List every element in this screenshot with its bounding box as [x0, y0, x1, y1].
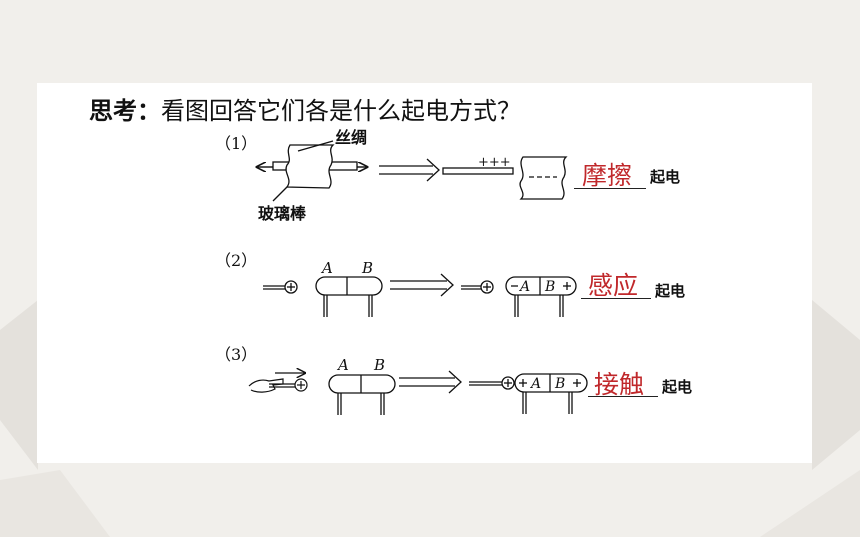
- answer-contact: 接触: [594, 370, 645, 399]
- answer-line-2: [581, 298, 651, 299]
- slide-content: 思考：看图回答它们各是什么起电方式？ （1） 丝绸 玻璃棒: [37, 83, 812, 463]
- hand-with-charged-ball: [248, 373, 308, 393]
- item-2-result: [461, 276, 577, 317]
- item-2-result-label-a: A: [518, 279, 530, 295]
- item-2-number: （2）: [215, 251, 257, 270]
- item-3-result-label-b: B: [554, 376, 565, 392]
- item-2-label-b: B: [361, 259, 373, 277]
- glass-rod-label: 玻璃棒: [258, 204, 307, 223]
- title-question: 看图回答它们各是什么起电方式？: [161, 97, 521, 125]
- item-3-arrow: [399, 370, 462, 394]
- answer-line-1: [574, 188, 646, 189]
- item-3-number: （3）: [215, 345, 257, 364]
- suffix-2: 起电: [655, 282, 686, 300]
- suffix-3: 起电: [662, 378, 693, 396]
- charged-rod-and-silk: [442, 156, 568, 200]
- item-2-charged-ball: [263, 280, 298, 294]
- item-1-arrow: [379, 158, 440, 182]
- item-3-label-b: B: [373, 356, 385, 374]
- item-3-conductors: [328, 374, 396, 415]
- title-label: 思考：: [89, 97, 161, 125]
- page-title: 思考：看图回答它们各是什么起电方式？: [89, 91, 521, 126]
- item-3-result-label-a: A: [529, 376, 541, 392]
- suffix-1: 起电: [650, 168, 681, 186]
- answer-friction: 摩擦: [582, 161, 633, 190]
- item-3-result: [469, 373, 588, 414]
- item-2-label-a: A: [320, 259, 333, 277]
- item-2-conductors: [315, 276, 383, 317]
- positive-charges: +++: [478, 155, 511, 170]
- answer-line-3: [588, 396, 658, 397]
- silk-label: 丝绸: [335, 128, 367, 147]
- item-2-arrow: [390, 273, 454, 297]
- glass-rod-with-silk: [257, 140, 367, 202]
- item-3-label-a: A: [336, 356, 349, 374]
- item-1-number: （1）: [215, 134, 257, 153]
- electrification-diagram: （1） 丝绸 玻璃棒 +++ （2）: [215, 128, 588, 415]
- item-2-result-label-b: B: [544, 279, 555, 295]
- answer-induction: 感应: [588, 271, 639, 300]
